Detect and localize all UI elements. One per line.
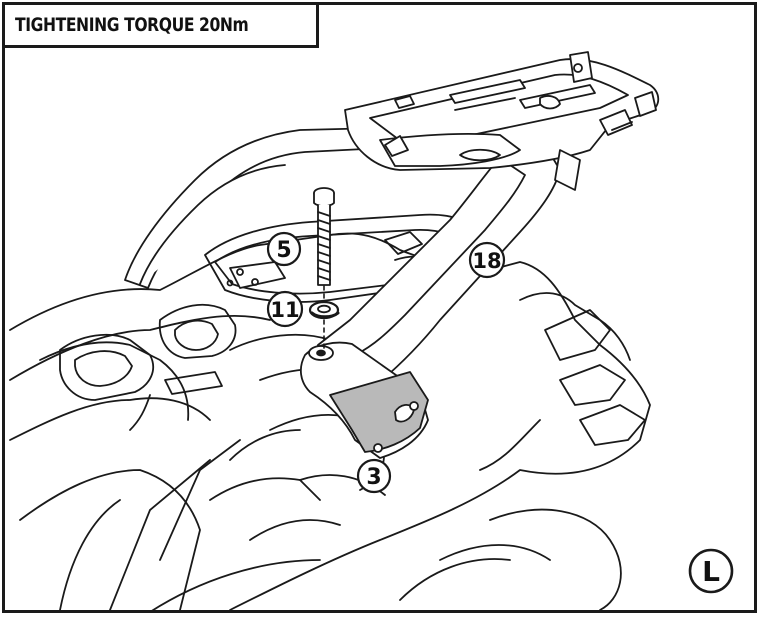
step-indicator: L — [688, 548, 734, 594]
callout-18: 18 — [468, 241, 506, 279]
rear-rack-frame — [124, 51, 660, 391]
callout-11-label: 11 — [270, 298, 299, 322]
step-label: L — [702, 555, 720, 588]
mounting-bracket — [299, 341, 429, 459]
callout-5-label: 5 — [276, 238, 291, 263]
motorcycle-tail-section — [9, 232, 651, 613]
callout-3-label: 3 — [366, 465, 381, 490]
washer — [308, 300, 340, 320]
callout-18-label: 18 — [472, 249, 501, 273]
screw — [313, 187, 335, 286]
callout-3: 3 — [356, 458, 392, 494]
callout-11: 11 — [266, 290, 304, 328]
torque-label-box: TIGHTENING TORQUE 20Nm — [5, 5, 319, 48]
torque-label: TIGHTENING TORQUE 20Nm — [15, 14, 249, 36]
callout-5: 5 — [266, 231, 302, 267]
